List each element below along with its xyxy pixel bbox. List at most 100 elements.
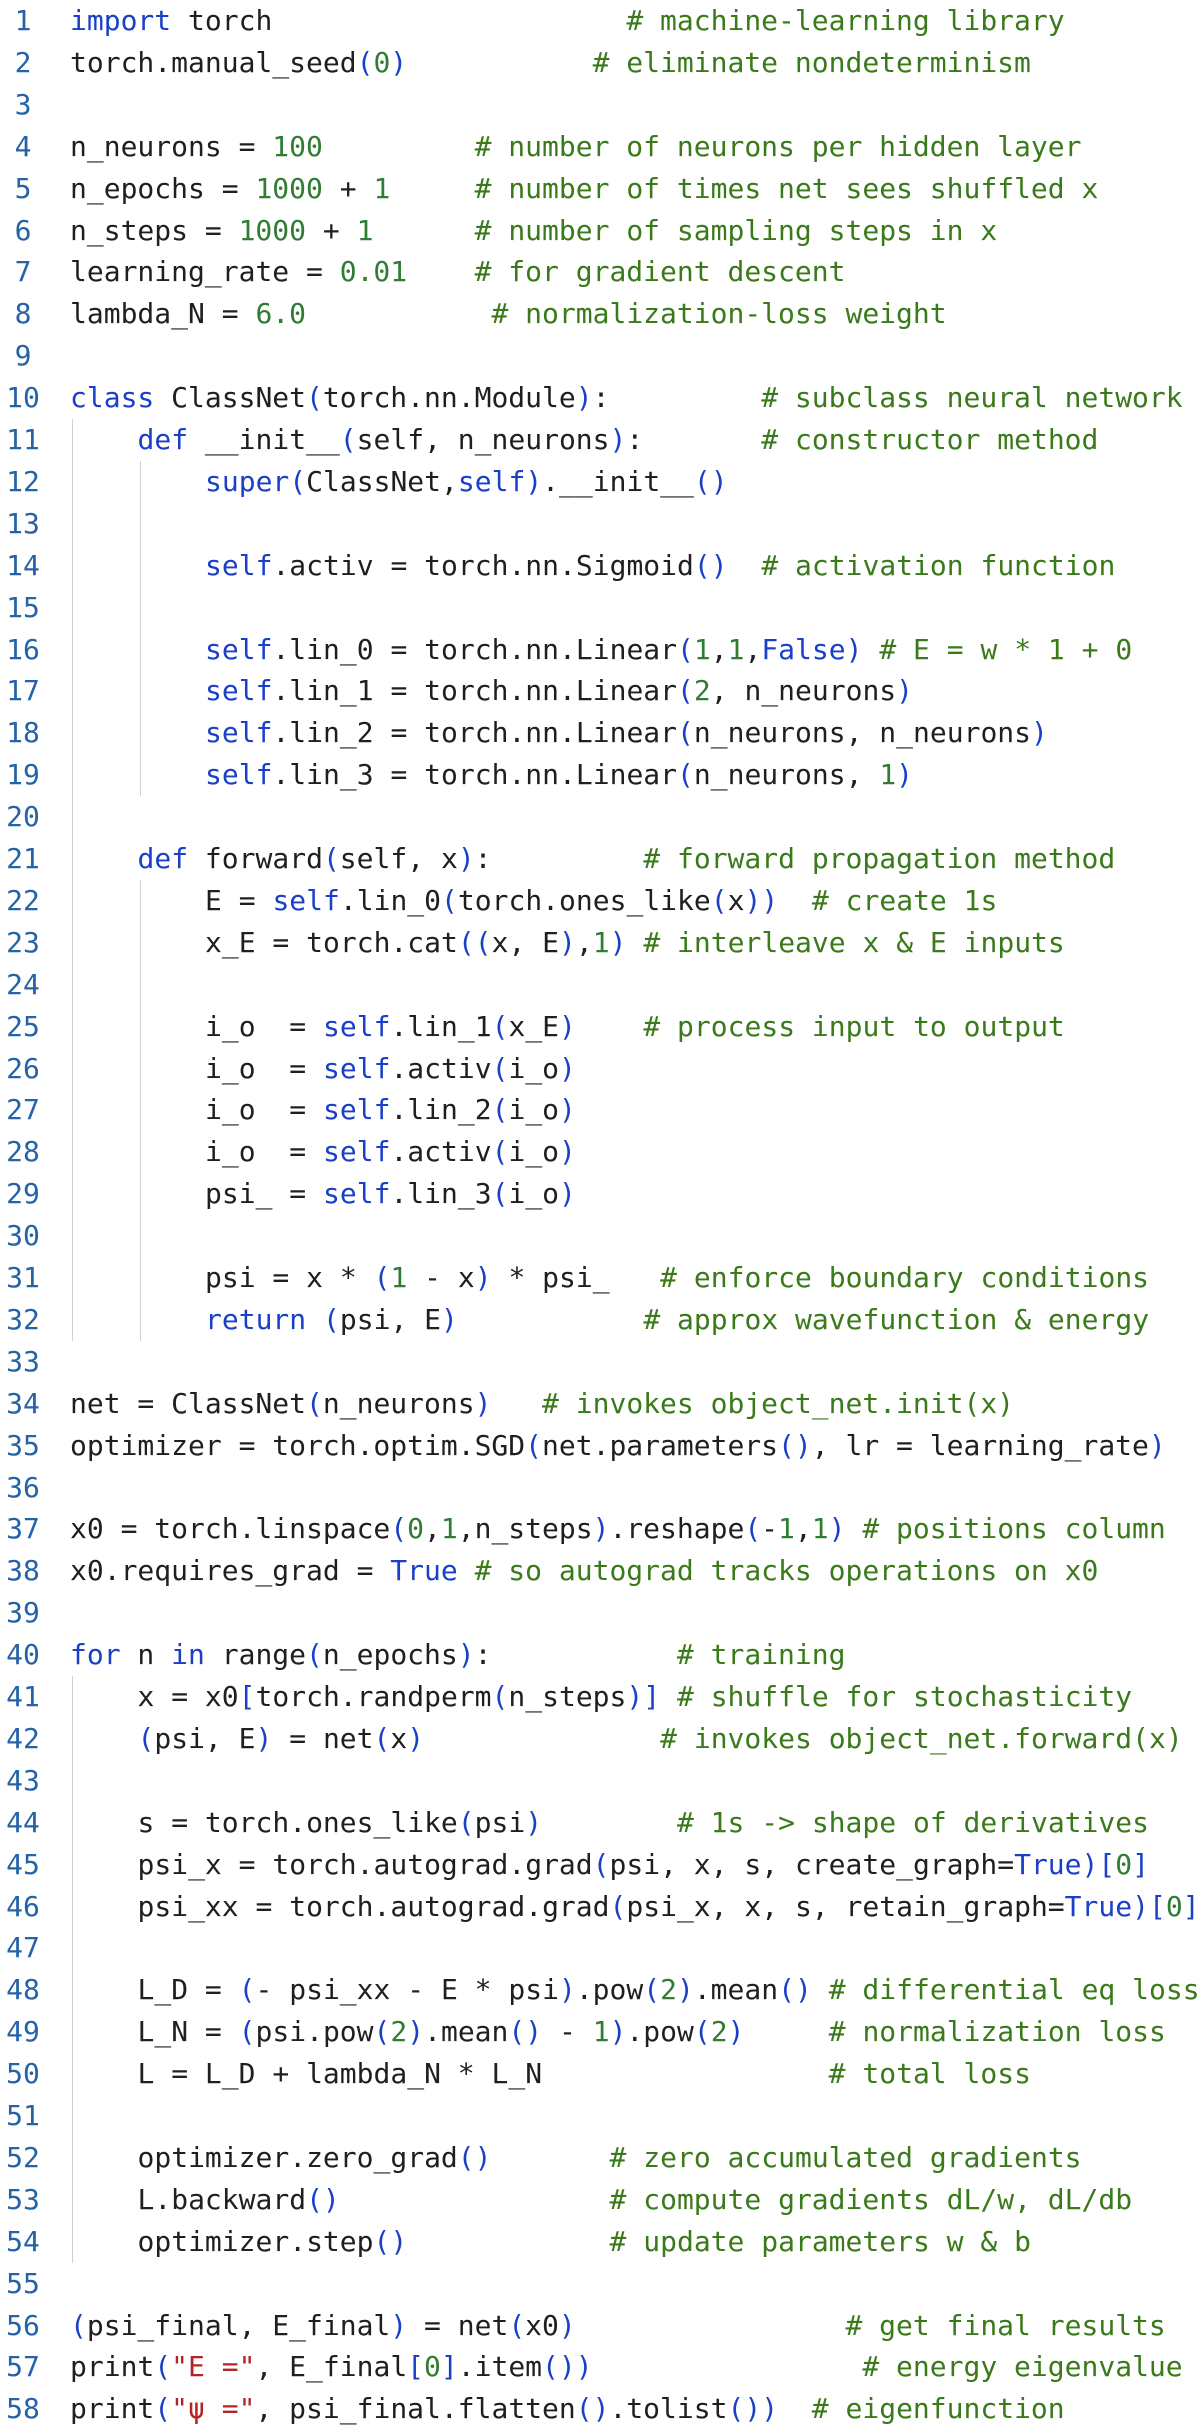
code-token: ( [491,1177,509,1211]
code-text: for n in range(n_epochs): # training [70,1636,845,1674]
code-text: return (psi, E) # approx wavefunction & … [205,1301,1149,1339]
code-token [845,1512,862,1545]
code-token: , [710,632,728,666]
code-token: [ [238,1680,256,1713]
code-line[interactable]: 20 [0,796,1204,838]
code-line[interactable]: 56(psi_final, E_final) = net(x0) # get f… [0,2305,1204,2347]
code-line[interactable]: 3 [0,84,1204,126]
code-token: 0 [424,2350,441,2384]
line-number: 57 [6,2350,40,2384]
line-number: 40 [6,1638,40,1672]
code-line[interactable]: 9 [0,335,1204,377]
code-text: (psi_final, E_final) = net(x0) # get fin… [70,2307,1166,2345]
code-line[interactable]: 30 [0,1215,1204,1257]
code-text: s = torch.ones_like(psi) # 1s -> shape o… [138,1804,1149,1842]
code-token: # update parameters w & b [609,2224,1031,2258]
code-line[interactable]: 51 [0,2095,1204,2137]
code-token: i_o [508,1135,560,1169]
code-token: # training [676,1638,846,1672]
code-text: psi_x = torch.autograd.grad(psi, x, s, c… [138,1846,1149,1884]
code-line[interactable]: 47 [0,1927,1204,1969]
code-token: # get final results [845,2308,1166,2342]
code-token: forward [188,842,323,875]
code-line[interactable]: 43 [0,1760,1204,1802]
code-token [744,2015,828,2048]
code-line[interactable]: 15 [0,587,1204,629]
code-token: 2 [390,2015,408,2049]
code-token: ( [677,674,694,708]
code-line[interactable]: 33 [0,1341,1204,1383]
line-number: 1 [14,4,32,37]
code-line[interactable]: 40 for n in range(n_epochs): # training [0,1634,1204,1676]
code-token: : [474,842,644,875]
code-text: x = x0[torch.randperm(n_steps)] # shuffl… [138,1678,1133,1716]
code-token: , [424,1512,441,1546]
line-number: 24 [6,967,40,1001]
line-number: 11 [6,423,40,456]
code-token: ( [373,1721,391,1755]
code-token: .lin_1 [390,1009,492,1043]
code-line[interactable]: 42(psi, E) = net(x) # invokes object_net… [0,1718,1204,1760]
code-token: .lin_3 = torch.nn.Linear [272,758,678,792]
code-token: ( [677,632,694,666]
code-line[interactable]: 55 [0,2263,1204,2305]
code-token: n [120,1638,172,1672]
code-text: class ClassNet(torch.nn.Module): # subcl… [70,379,1183,417]
code-line[interactable]: 13 [0,503,1204,545]
code-token [491,1387,542,1420]
line-number: 43 [6,1763,40,1797]
code-text: psi_ = self.lin_3(i_o) [205,1175,576,1213]
code-line[interactable]: 39 [0,1592,1204,1634]
line-number: 54 [6,2224,40,2258]
code-token: - [542,2015,593,2049]
code-token: i_o = [205,1051,324,1085]
code-line[interactable]: 36 [0,1467,1204,1509]
code-token: ) [558,2308,576,2342]
code-token: ) [559,1051,576,1085]
code-token: x0 = torch.linspace [70,1512,391,1546]
code-line[interactable]: 24 [0,964,1204,1006]
